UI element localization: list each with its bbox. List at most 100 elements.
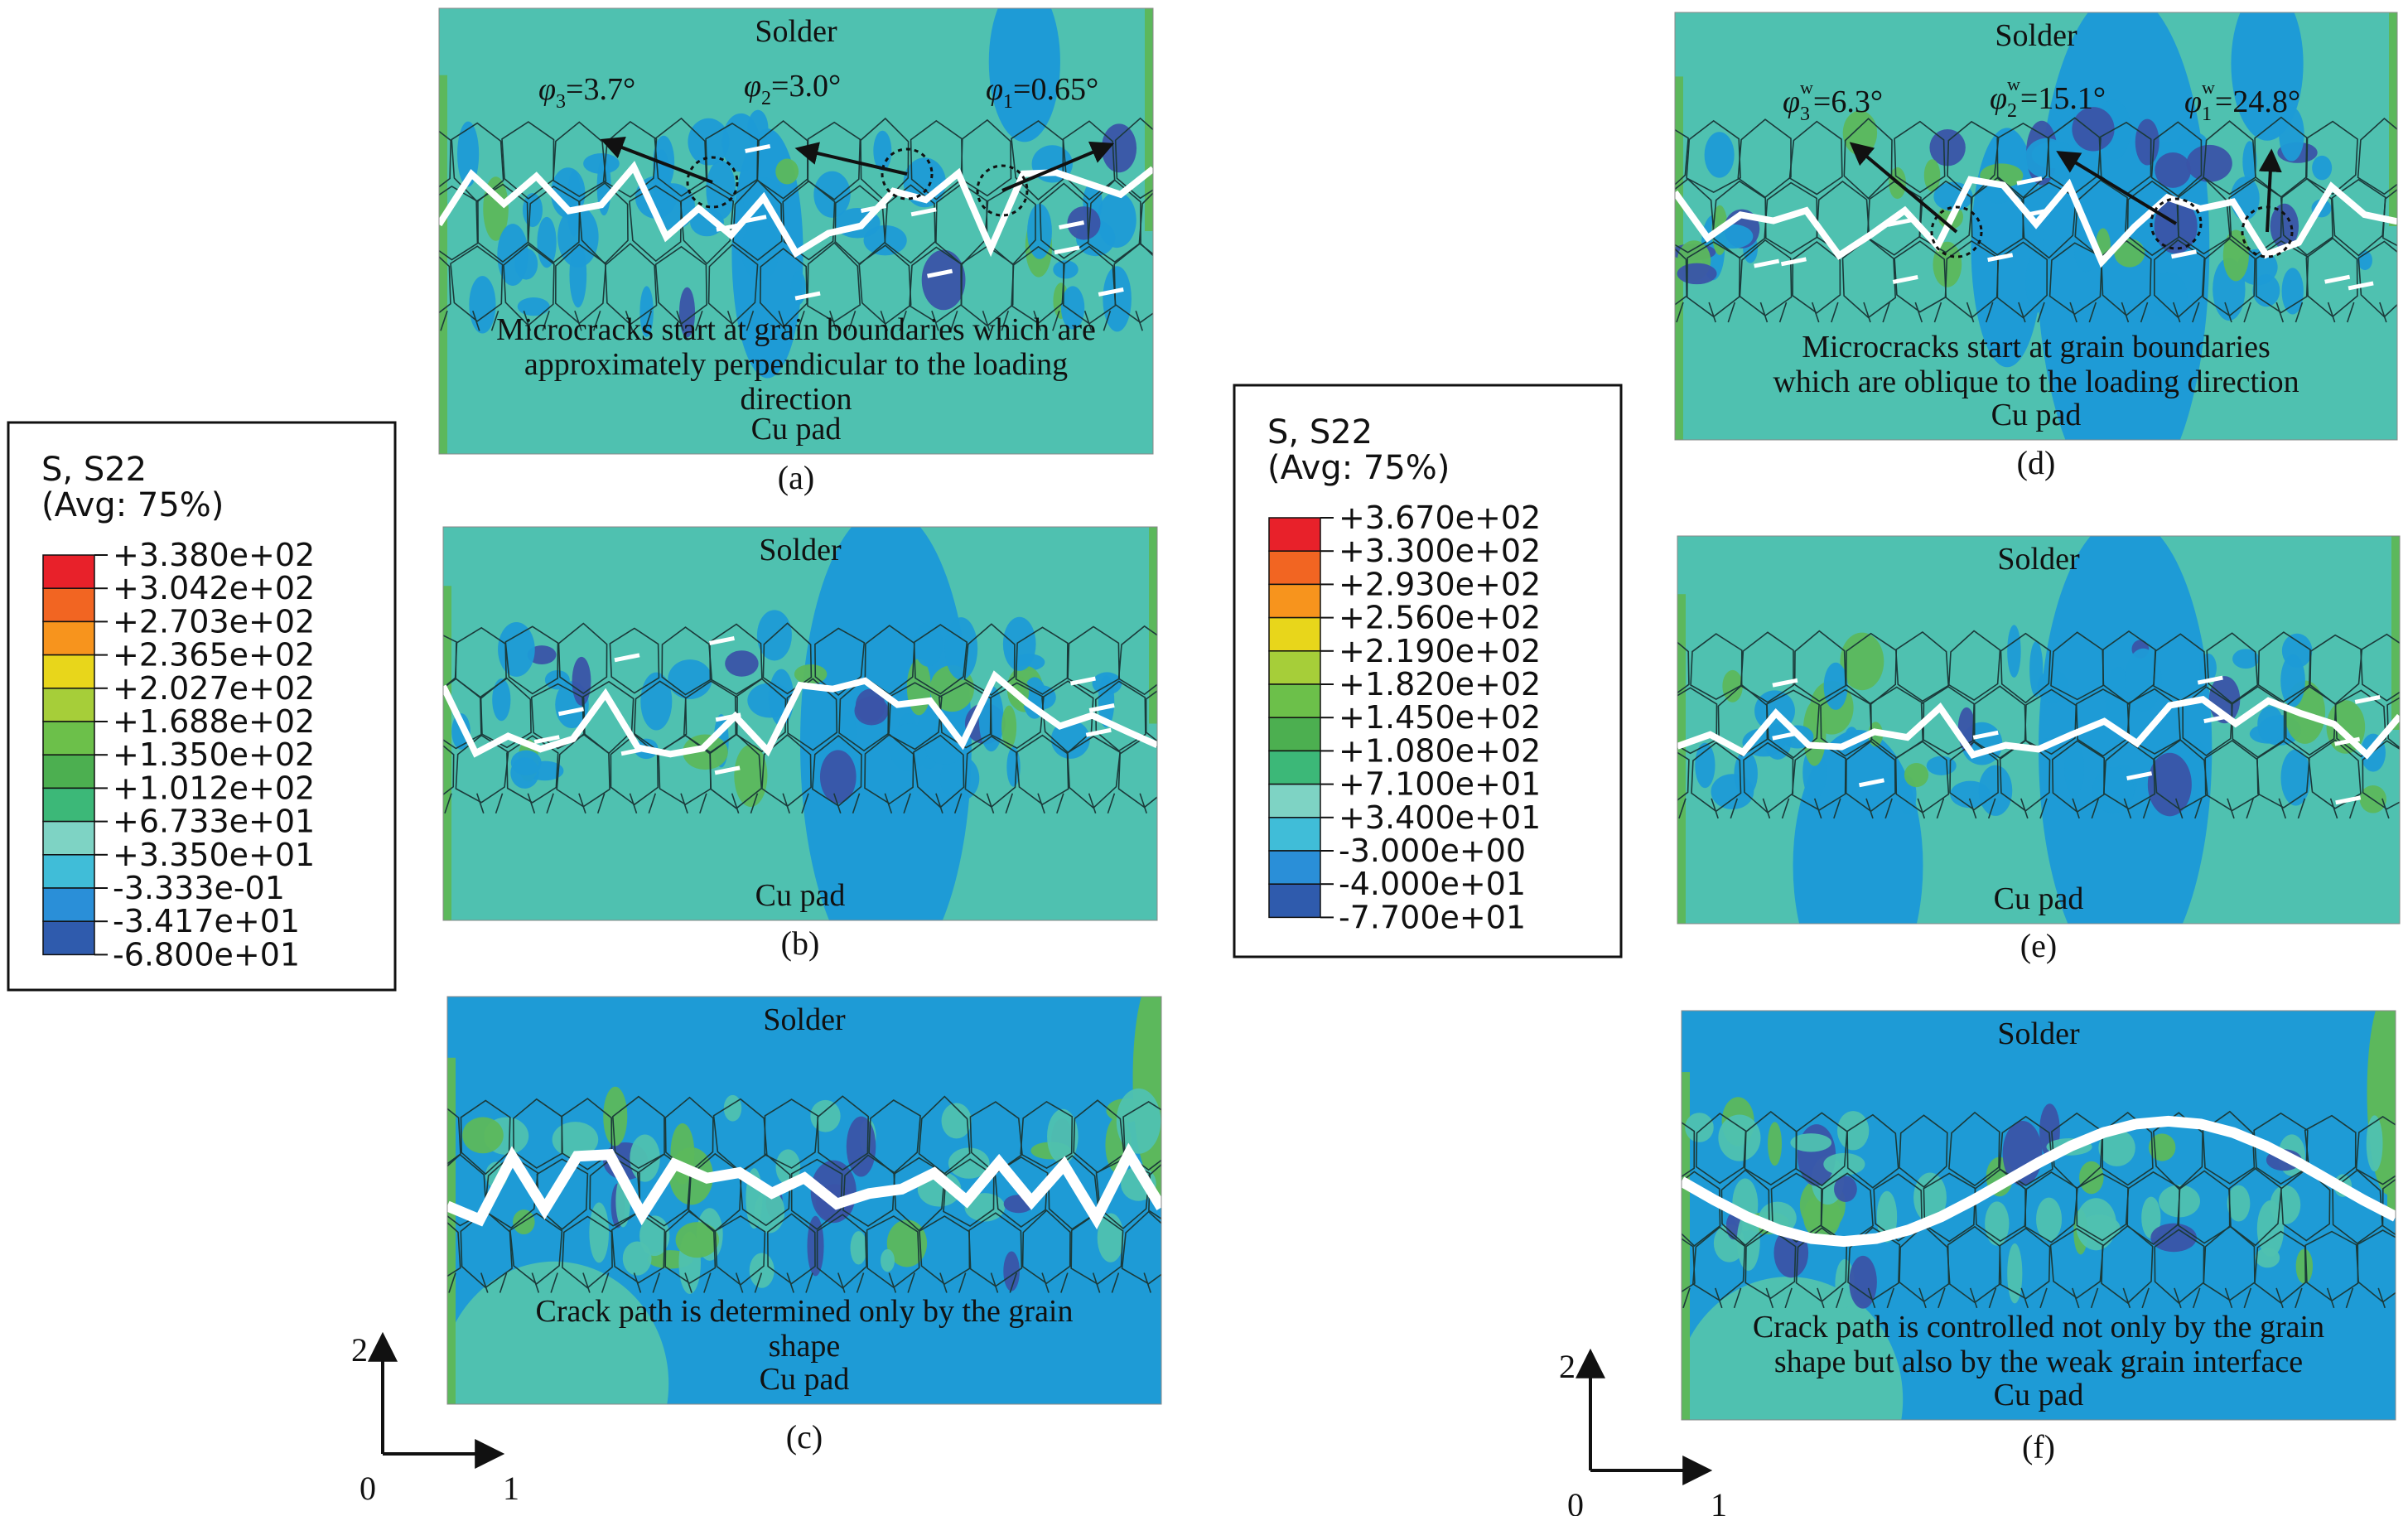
stress-blob bbox=[855, 688, 886, 722]
stress-blob bbox=[873, 130, 892, 171]
legend-swatch bbox=[1268, 817, 1321, 852]
grain bbox=[1820, 688, 1873, 757]
grain-edge bbox=[1835, 1287, 1844, 1309]
stress-blob bbox=[2064, 741, 2084, 797]
grain-edge bbox=[1917, 798, 1926, 819]
grain-edge bbox=[1933, 302, 1942, 323]
grain-edge bbox=[1918, 1287, 1927, 1309]
panel-frame bbox=[1677, 535, 2401, 925]
stress-blob bbox=[552, 1122, 599, 1158]
grain-edge bbox=[2069, 302, 2077, 323]
grain bbox=[1675, 178, 1716, 253]
grain bbox=[1677, 687, 1718, 755]
microcrack bbox=[2335, 795, 2362, 805]
grain bbox=[1948, 1111, 2000, 1187]
edge-band bbox=[447, 1057, 456, 1404]
microcrack bbox=[1780, 257, 1807, 267]
grain bbox=[1695, 1113, 1747, 1185]
crack-path bbox=[447, 1142, 1161, 1230]
grain bbox=[1682, 1171, 1721, 1247]
grain-edge bbox=[1813, 798, 1822, 819]
grain-edge bbox=[1708, 302, 1716, 323]
annotation-text: approximately perpendicular to the loadi… bbox=[524, 347, 1068, 382]
grain-edge bbox=[1730, 798, 1739, 819]
stress-blob bbox=[469, 276, 496, 334]
grain-edge bbox=[1052, 310, 1060, 331]
coordinate-axes-2: 210 bbox=[1559, 1348, 1727, 1516]
stress-blob bbox=[589, 1202, 610, 1263]
stress-blob bbox=[725, 650, 759, 677]
grain bbox=[1970, 176, 2025, 256]
microcrack bbox=[910, 207, 937, 217]
grain bbox=[705, 123, 759, 197]
stress-blob bbox=[2092, 767, 2135, 814]
grain bbox=[1138, 192, 1153, 255]
grain-edge bbox=[801, 793, 809, 814]
grain-edge bbox=[1711, 798, 1719, 819]
grain-edge bbox=[1037, 793, 1045, 814]
legend-swatch bbox=[42, 554, 95, 589]
grain-edge bbox=[750, 793, 759, 814]
grain-edge bbox=[633, 1272, 642, 1293]
edge-band bbox=[1149, 527, 1157, 724]
legend-value: +3.042e+02 bbox=[113, 570, 315, 606]
grain-edge bbox=[2379, 302, 2387, 323]
microcrack bbox=[2348, 281, 2374, 291]
grain bbox=[610, 1211, 666, 1284]
grain-edge bbox=[731, 793, 740, 814]
grain-edge bbox=[2142, 798, 2151, 819]
grain-edge bbox=[625, 310, 634, 331]
microcrack bbox=[1059, 220, 1085, 230]
grain-edge bbox=[531, 1272, 540, 1293]
grain-edge bbox=[2039, 798, 2048, 819]
legend-swatch bbox=[42, 620, 95, 656]
grain bbox=[732, 179, 783, 262]
legends-layer: S, S22(Avg: 75%)+3.380e+02+3.042e+02+2.7… bbox=[7, 384, 1623, 992]
grain bbox=[2332, 1169, 2383, 1244]
legend-value: -3.333e-01 bbox=[113, 870, 285, 906]
stress-blob bbox=[1837, 1111, 1870, 1151]
grain bbox=[536, 1158, 589, 1230]
microcrack bbox=[614, 653, 640, 663]
stress-blob bbox=[1695, 742, 1716, 789]
grain bbox=[501, 121, 555, 200]
grain bbox=[2257, 631, 2311, 703]
grain-edge bbox=[1987, 798, 1996, 819]
grain-edge bbox=[1831, 302, 1839, 323]
axis-2-label: 2 bbox=[351, 1331, 368, 1369]
stress-blob bbox=[2186, 144, 2232, 182]
stress-blob bbox=[813, 171, 851, 218]
angle-label: φ2w=15.1° bbox=[1990, 74, 2106, 122]
grain-edge bbox=[2090, 1287, 2099, 1309]
stress-blob bbox=[1002, 616, 1036, 671]
grain-edge bbox=[444, 793, 452, 814]
grain bbox=[1015, 626, 1069, 695]
angle-label: φ3=3.7° bbox=[538, 72, 635, 113]
legend-value: +7.100e+01 bbox=[1339, 766, 1541, 803]
legend-value: +2.560e+02 bbox=[1339, 600, 1541, 636]
grain bbox=[2304, 120, 2358, 196]
grain-edge bbox=[1143, 1272, 1151, 1293]
stress-blob bbox=[668, 659, 712, 699]
microcrack bbox=[2203, 714, 2230, 724]
grain-edge bbox=[1811, 302, 1820, 323]
grain bbox=[1062, 120, 1116, 201]
grain-edge bbox=[1733, 1287, 1742, 1309]
grain bbox=[1766, 689, 1820, 759]
legend-value: -4.000e+01 bbox=[1339, 866, 1526, 902]
grain bbox=[1021, 1209, 1071, 1285]
grain-edge bbox=[1107, 793, 1116, 814]
color-legend-1: S, S22(Avg: 75%)+3.380e+02+3.042e+02+2.7… bbox=[7, 421, 397, 992]
grain-edge bbox=[786, 1272, 794, 1293]
grain bbox=[2362, 740, 2400, 810]
stress-blob bbox=[747, 109, 769, 148]
stress-region bbox=[988, 8, 1060, 142]
grain-edge bbox=[2224, 1287, 2233, 1309]
microcrack bbox=[2024, 208, 2051, 218]
grain bbox=[664, 1209, 717, 1284]
grain-edge bbox=[1678, 798, 1687, 819]
stress-blob bbox=[675, 1222, 720, 1258]
legend-swatch bbox=[1268, 850, 1321, 885]
angle-label: φ3w=6.3° bbox=[1783, 77, 1883, 125]
